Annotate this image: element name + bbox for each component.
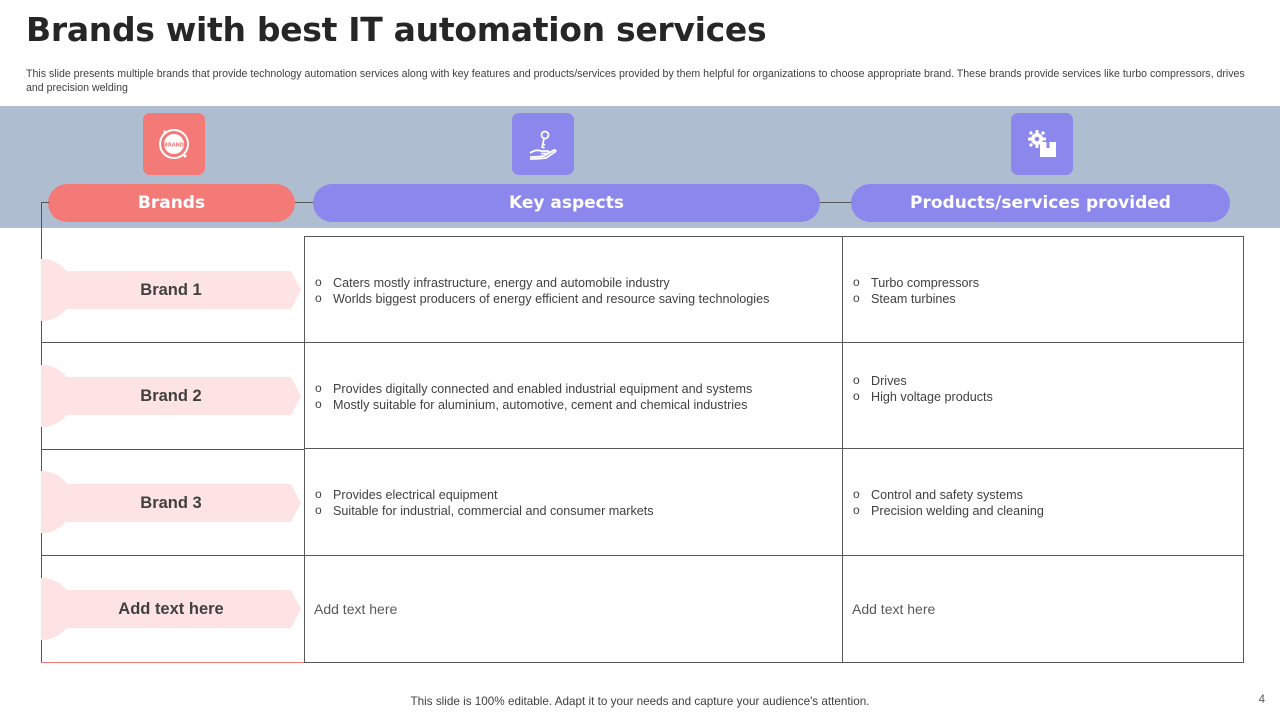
table-row: Add text here bbox=[41, 590, 301, 628]
row-divider bbox=[41, 342, 304, 343]
list-item: Worlds biggest producers of energy effic… bbox=[315, 290, 832, 307]
list-item: Mostly suitable for aluminium, automotiv… bbox=[315, 396, 832, 413]
row-divider bbox=[41, 662, 304, 663]
list-item: High voltage products bbox=[853, 388, 1233, 405]
brands-table: Brand 1 Caters mostly infrastructure, en… bbox=[41, 236, 1244, 663]
table-row: Brand 3 bbox=[41, 484, 301, 522]
connector-line bbox=[41, 202, 42, 238]
svg-text:BRAND: BRAND bbox=[164, 143, 184, 149]
placeholder-text: Add text here bbox=[852, 601, 936, 617]
products-cell: Control and safety systems Precision wel… bbox=[842, 448, 1244, 556]
placeholder-text: Add text here bbox=[314, 601, 398, 617]
list-item: Suitable for industrial, commercial and … bbox=[315, 502, 832, 519]
key-aspects-cell: Caters mostly infrastructure, energy and… bbox=[304, 236, 843, 343]
brands-header: Brands bbox=[48, 184, 295, 222]
brand-name: Brand 3 bbox=[140, 493, 202, 512]
products-cell: Add text here bbox=[842, 555, 1244, 663]
connector-line bbox=[295, 202, 313, 203]
key-aspects-cell: Provides digitally connected and enabled… bbox=[304, 342, 843, 449]
list-item: Drives bbox=[853, 372, 1233, 389]
table-row: Brand 2 bbox=[41, 377, 301, 415]
hand-key-icon bbox=[529, 130, 557, 160]
list-item: Provides electrical equipment bbox=[315, 486, 832, 503]
list-item: Turbo compressors bbox=[853, 274, 1233, 291]
list-item: Control and safety systems bbox=[853, 486, 1233, 503]
key-aspects-cell: Provides electrical equipment Suitable f… bbox=[304, 448, 843, 556]
products-cell: Turbo compressors Steam turbines bbox=[842, 236, 1244, 343]
brand-name: Add text here bbox=[118, 599, 224, 618]
list-item: Provides digitally connected and enabled… bbox=[315, 380, 832, 397]
brand-name: Brand 1 bbox=[140, 280, 202, 299]
connector-line bbox=[41, 202, 49, 203]
table-row: Brand 1 bbox=[41, 271, 301, 309]
key-aspects-header: Key aspects bbox=[313, 184, 820, 222]
key-aspects-icon-box bbox=[512, 113, 574, 175]
brand-icon-box: BRAND bbox=[143, 113, 205, 175]
page-number: 4 bbox=[1258, 694, 1265, 706]
key-aspects-cell: Add text here bbox=[304, 555, 843, 663]
slide-subtitle: This slide presents multiple brands that… bbox=[26, 68, 1245, 94]
row-divider bbox=[41, 555, 304, 556]
products-cell: Drives High voltage products bbox=[842, 342, 1244, 449]
products-header: Products/services provided bbox=[851, 184, 1230, 222]
products-icon-box bbox=[1011, 113, 1073, 175]
gear-box-icon bbox=[1028, 130, 1056, 157]
slide-footer: This slide is 100% editable. Adapt it to… bbox=[410, 695, 870, 708]
list-item: Caters mostly infrastructure, energy and… bbox=[315, 274, 832, 291]
row-divider bbox=[41, 449, 304, 450]
brand-badge-icon: BRAND bbox=[159, 129, 189, 159]
connector-line bbox=[820, 202, 851, 203]
slide-title: Brands with best IT automation services bbox=[26, 10, 767, 49]
list-item: Precision welding and cleaning bbox=[853, 502, 1233, 519]
list-item: Steam turbines bbox=[853, 290, 1233, 307]
brand-name: Brand 2 bbox=[140, 386, 202, 405]
